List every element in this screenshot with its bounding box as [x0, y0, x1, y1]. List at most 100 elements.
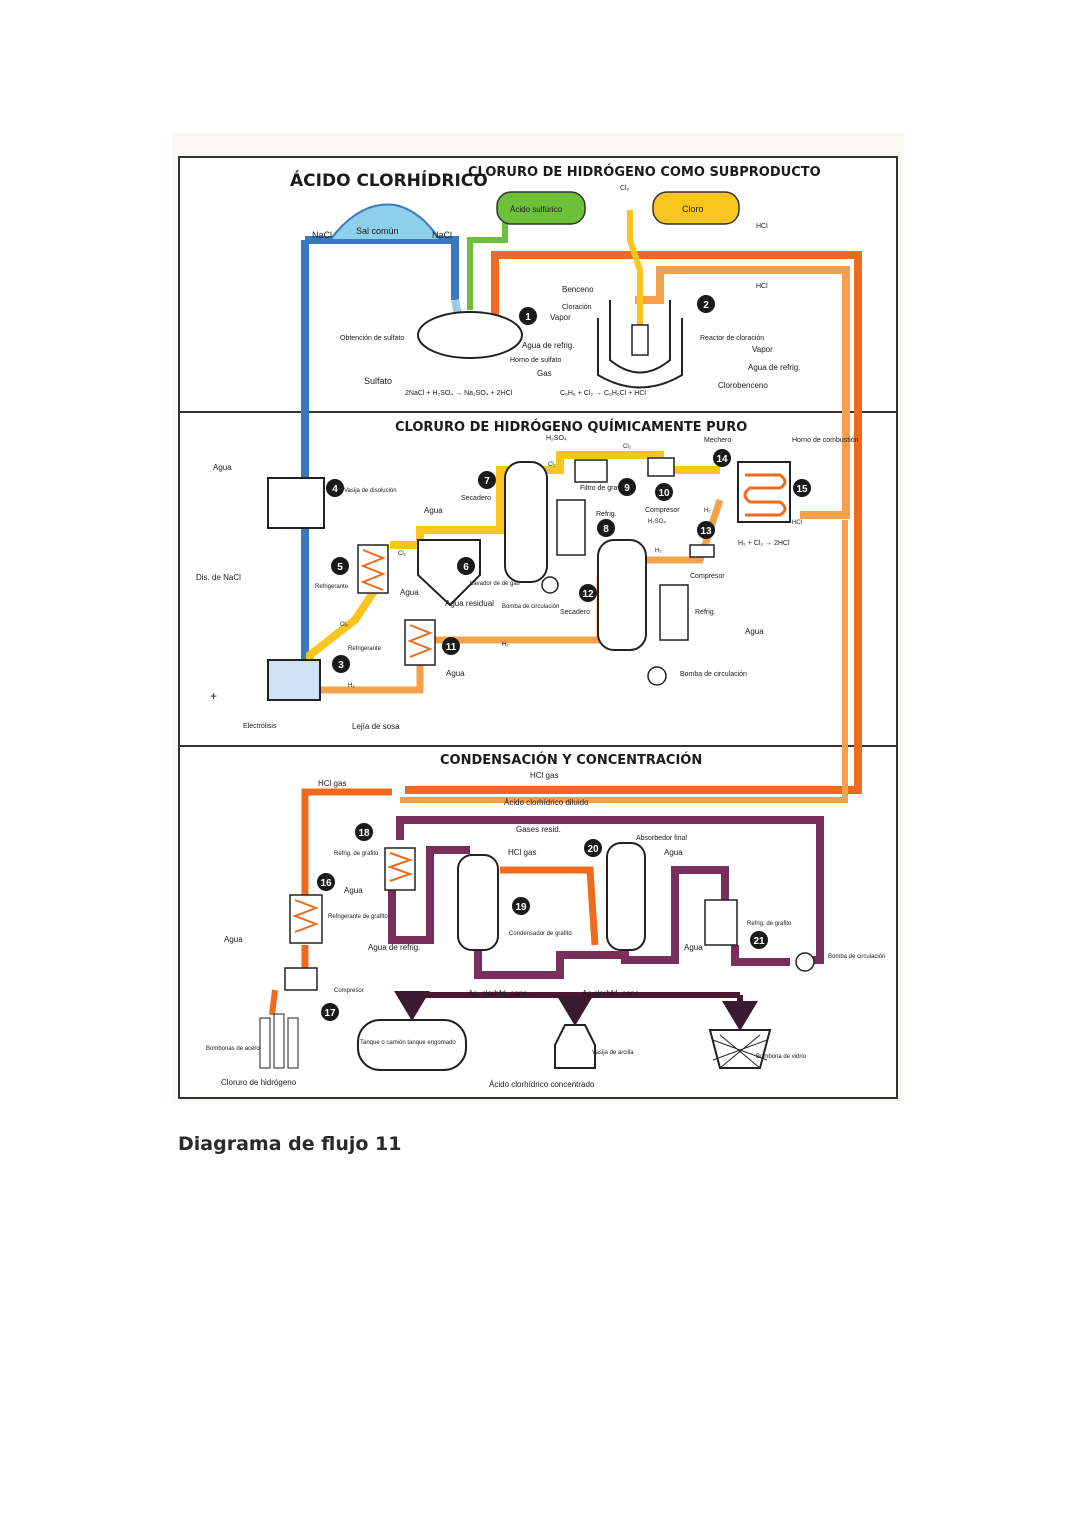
- sulfuric-acid-pipe: [467, 222, 508, 310]
- label-agua-8: Agua: [224, 935, 243, 944]
- label-bombona-vidrio: Bombona de vidrio: [756, 1054, 807, 1060]
- label-condensador-grafito: Condensador de grafito: [509, 931, 572, 937]
- diagram-frame: [178, 156, 898, 1099]
- cooler-5-coil: [360, 549, 386, 591]
- step-marker-number: 8: [603, 524, 609, 535]
- step-marker-circle: [355, 823, 373, 841]
- reactor-stirrer: [631, 324, 649, 356]
- label-filtro-grava: Filtro de grava: [580, 485, 625, 492]
- steel-cylinder-1: [259, 1017, 271, 1069]
- step-marker-number: 3: [338, 660, 344, 671]
- label-cloro-tank: Cloro: [682, 204, 704, 214]
- reactor-jacket: [597, 318, 683, 389]
- hcl-combustion-pipe: [400, 520, 848, 803]
- label-agua-9: Agua: [684, 943, 703, 952]
- label-refrigerante-grafito: Refrigerante de grafito: [328, 914, 388, 920]
- label-hcl-top2: HCl: [756, 283, 768, 290]
- steel-cylinder-3: [287, 1017, 299, 1069]
- label-tanque: Tanque o camión tanque engomado: [360, 1040, 456, 1046]
- compressor-10: [647, 457, 675, 477]
- absorber-acid-pipe: [474, 866, 729, 979]
- label-compresor-10: Compresor: [645, 507, 680, 514]
- glass-bottle: [708, 1029, 772, 1069]
- label-refrigerante-5: Refrigerante: [315, 584, 349, 590]
- label-bomba-circ-1: Bomba de circulación: [502, 604, 559, 610]
- section-1-labels: Sal común NaCl NaCl Ácido sulfúrico Clor…: [312, 185, 800, 397]
- label-cl2-b: Cl₂: [623, 444, 632, 450]
- step-marker-circle: [321, 1003, 339, 1021]
- label-vapor-2: Vapor: [752, 345, 773, 354]
- step-marker-11: 11: [442, 637, 460, 655]
- graphite-cooler-16: [289, 894, 323, 944]
- step-marker-number: 5: [337, 562, 343, 573]
- label-agua-refrig-1: Agua de refrig.: [522, 341, 574, 350]
- step-marker-circle: [750, 931, 768, 949]
- step-marker-17: 17: [321, 1003, 339, 1021]
- step-marker-circle: [512, 897, 530, 915]
- label-gases-resid: Gases resid.: [516, 825, 561, 834]
- graphite-condenser-19: [457, 854, 499, 951]
- compressor-13: [689, 544, 715, 558]
- step-marker-circle: [317, 873, 335, 891]
- step-marker-number: 21: [753, 936, 765, 947]
- step-marker-circle: [326, 479, 344, 497]
- label-hcl-gas-1: HCl gas: [318, 779, 346, 788]
- label-acido-sulfurico: Ácido sulfúrico: [510, 205, 563, 214]
- label-acido-concentrado: Ácido clorhídrico concentrado: [489, 1080, 595, 1089]
- label-nacl-right: NaCl: [432, 230, 452, 240]
- step-marker-number: 6: [463, 562, 469, 573]
- step-marker-19: 19: [512, 897, 530, 915]
- label-h2-c: H₂: [502, 642, 509, 648]
- label-compresor-17: Compresor: [334, 988, 364, 994]
- step-marker-number: 13: [700, 526, 712, 537]
- pump-return-pipe: [731, 945, 790, 966]
- step-marker-circle: [793, 479, 811, 497]
- refrigerator-h2: [659, 584, 689, 641]
- label-obtencion-sulfato: Obtención de sulfato: [340, 335, 404, 342]
- label-refrig-grafito-21: Refrig. de grafito: [747, 921, 792, 927]
- cooler-16-coil: [292, 899, 319, 933]
- section-title-condensation: CONDENSACIÓN Y CONCENTRACIÓN: [440, 752, 702, 768]
- label-gas: Gas: [537, 369, 552, 378]
- step-marker-circle: [331, 557, 349, 575]
- step-marker-12: 12: [579, 584, 597, 602]
- label-bombonas-acero: Bombonas de acero: [206, 1046, 260, 1052]
- label-plus: +: [210, 689, 217, 703]
- label-bomba-circ-3: Bomba de circulación: [828, 954, 885, 960]
- step-marker-number: 9: [624, 483, 630, 494]
- cooler-11-coil: [407, 624, 433, 658]
- label-agua-refrig-2: Agua de refrig.: [748, 363, 800, 372]
- graphite-cooler-pipe: [388, 846, 470, 944]
- chlorination-reactor: [609, 300, 671, 374]
- chlorine-feed-pipe: [627, 210, 643, 330]
- label-refrig-b: Refrig.: [695, 609, 716, 616]
- step-marker-circle: [655, 483, 673, 501]
- step-marker-15: 15: [793, 479, 811, 497]
- label-agua-7: Agua: [344, 886, 363, 895]
- dryer-12: [597, 539, 647, 651]
- step-marker-number: 19: [515, 902, 527, 913]
- step-marker-number: 7: [484, 476, 490, 487]
- section-2-labels: Agua Vasija de disolución Dis. de NaCl H…: [196, 435, 859, 731]
- label-nacl-left: NaCl: [312, 230, 332, 240]
- label-agua-2: Agua: [424, 506, 443, 515]
- refrigerator-8: [556, 499, 586, 556]
- step-marker-6: 6: [457, 557, 475, 575]
- compressor-17: [284, 967, 318, 991]
- step-marker-5: 5: [331, 557, 349, 575]
- step-marker-number: 10: [658, 488, 670, 499]
- step-marker-7: 7: [478, 471, 496, 489]
- step-marker-number: 17: [324, 1008, 336, 1019]
- hcl-gas-pipe: [301, 788, 392, 895]
- sulfate-furnace: [417, 311, 523, 359]
- label-cl2-top: Cl₂: [620, 185, 630, 192]
- wicker-mesh: [712, 1034, 768, 1069]
- step-marker-1: 1: [519, 307, 537, 325]
- label-cl2-11: Cl₂: [340, 622, 349, 628]
- steel-cylinder-2: [273, 1013, 285, 1069]
- step-marker-21: 21: [750, 931, 768, 949]
- label-sal-comun: Sal común: [356, 226, 399, 236]
- furnace-coil: [743, 473, 787, 517]
